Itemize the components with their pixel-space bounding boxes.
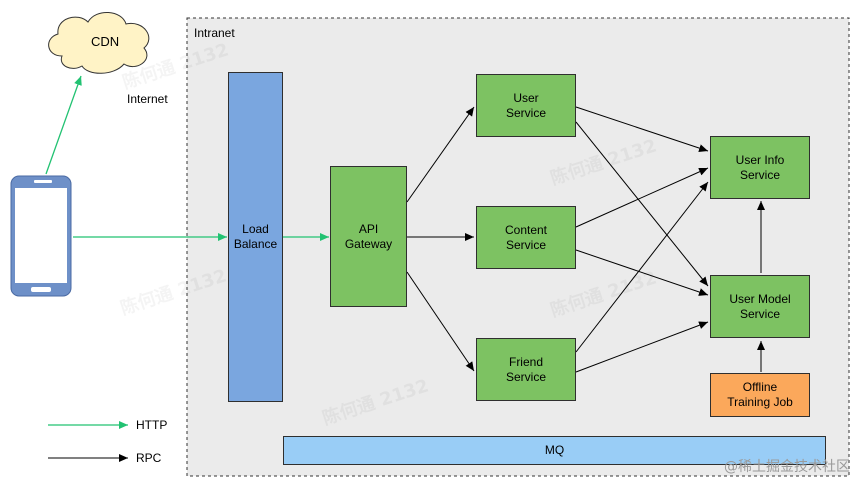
rpc-arrow-user-to-usermodel [575, 121, 709, 287]
legend-http-label: HTTP [136, 418, 168, 432]
rpc-arrow-friend-to-usermodel [575, 321, 709, 373]
rpc-arrow-content-to-usermodel [575, 249, 709, 296]
friend-service-node: Friend Service [476, 338, 576, 401]
user-service-node: User Service [476, 74, 576, 137]
cdn-cloud-icon [48, 12, 150, 74]
mq-bar: MQ [283, 436, 826, 465]
phone-icon [10, 175, 72, 297]
rpc-arrow-user-to-userinfo [575, 106, 709, 152]
brand-watermark: @稀土掘金技术社区 [724, 459, 850, 475]
intranet-label: Intranet [194, 26, 235, 40]
rpc-arrow-content-to-userinfo [575, 167, 709, 228]
user-model-service-node: User Model Service [710, 275, 810, 338]
rpc-arrow-gateway-to-user [406, 106, 475, 203]
user-info-service-node: User Info Service [710, 136, 810, 199]
legend-rpc-label: RPC [136, 451, 162, 465]
api-gateway-node: API Gateway [330, 166, 407, 307]
offline-training-job-node: Offline Training Job [710, 373, 810, 417]
load-balance-node: Load Balance [228, 72, 283, 402]
rpc-arrow-gateway-to-friend [406, 271, 475, 372]
cdn-label: CDN [91, 34, 120, 49]
internet-label: Internet [127, 92, 168, 106]
content-service-node: Content Service [476, 206, 576, 269]
http-arrow-phone-to-cdn [45, 75, 82, 175]
rpc-arrow-friend-to-userinfo [575, 181, 709, 353]
